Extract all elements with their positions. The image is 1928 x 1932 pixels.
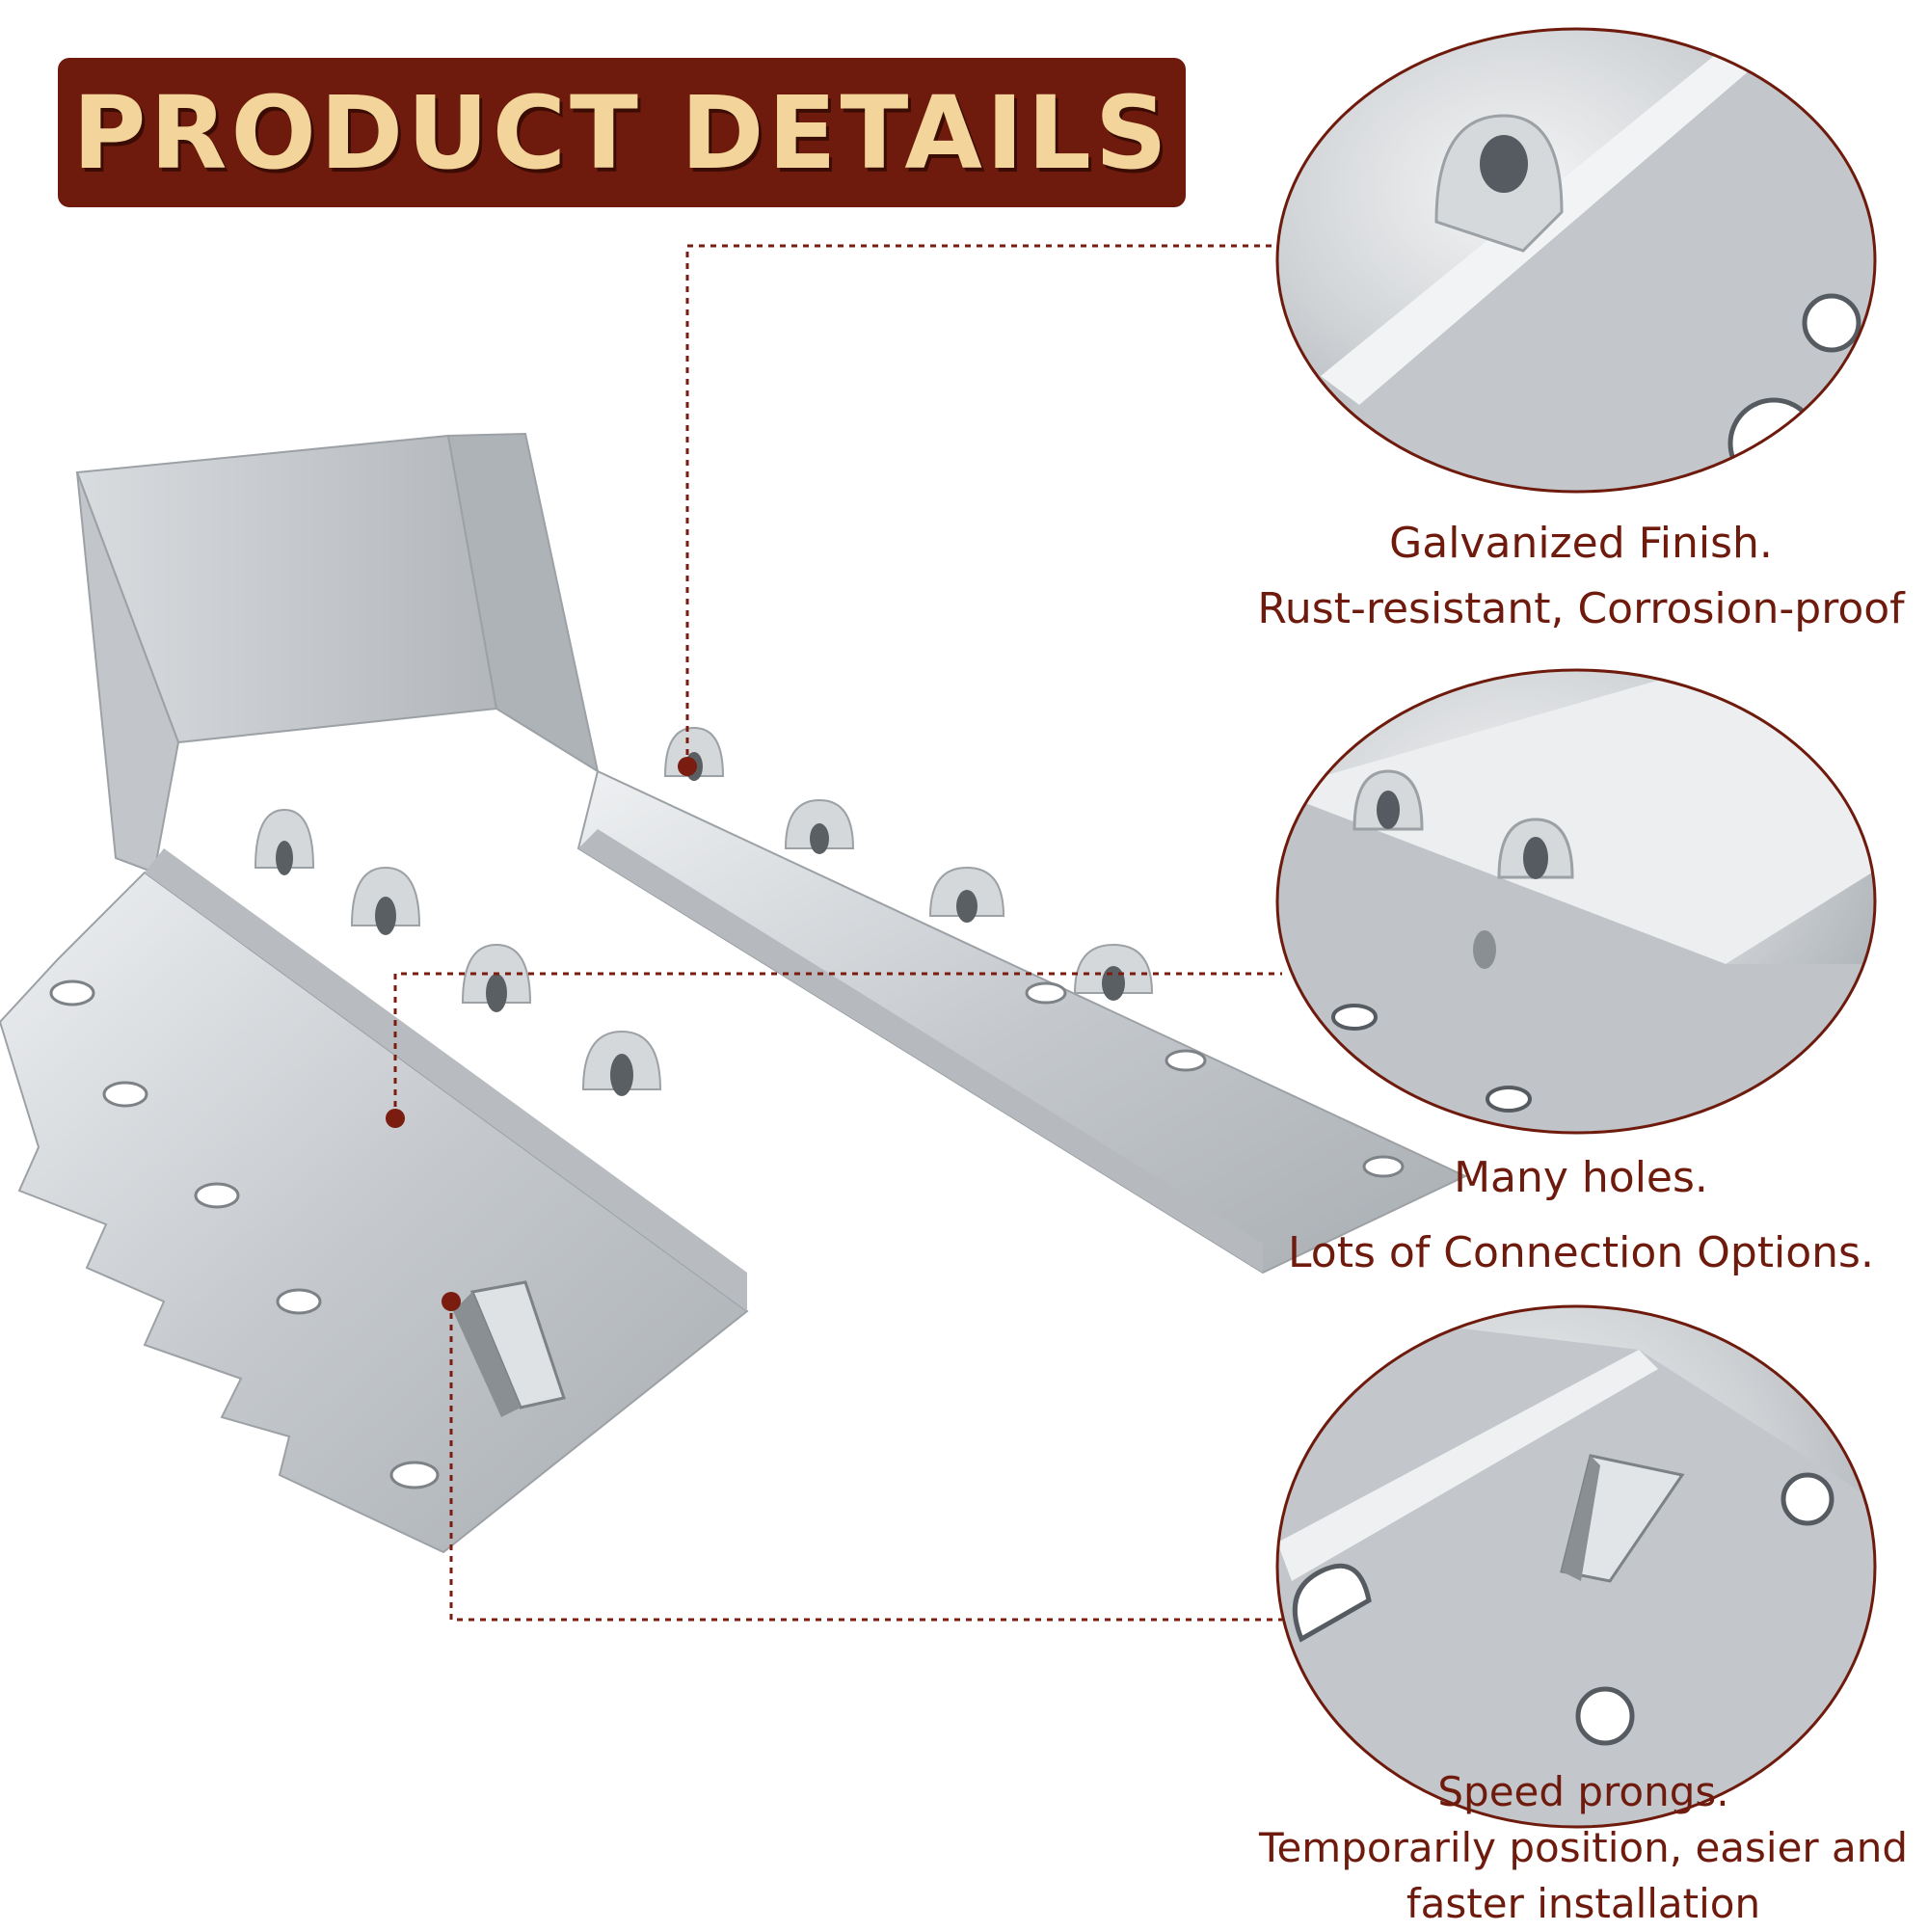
zoom-circle-holes <box>1275 668 1877 1135</box>
caption-holes: Many holes. Lots of Connection Options. <box>1253 1145 1909 1286</box>
zoom-circle-galvanized <box>1275 27 1877 494</box>
caption-galvanized: Galvanized Finish. Rust-resistant, Corro… <box>1253 511 1909 642</box>
leader-lines <box>393 244 1282 1622</box>
caption-galvanized-heading: Galvanized Finish. <box>1389 519 1773 568</box>
hanger-bracket-body <box>0 432 1468 1554</box>
caption-prongs-heading: Speed prongs. <box>1437 1768 1729 1815</box>
caption-holes-heading: Many holes. <box>1454 1153 1708 1202</box>
marker-dot-holes <box>386 1109 405 1128</box>
caption-holes-detail: Lots of Connection Options. <box>1288 1228 1874 1277</box>
page-title: PRODUCT DETAILS <box>72 73 1171 192</box>
caption-prongs-detail-2: faster installation <box>1406 1880 1761 1927</box>
caption-galvanized-detail: Rust-resistant, Corrosion-proof <box>1257 584 1905 633</box>
title-banner: PRODUCT DETAILS <box>58 58 1186 207</box>
zoom-circle-prongs <box>1275 1304 1877 1829</box>
caption-prongs: Speed prongs. Temporarily position, easi… <box>1239 1764 1928 1932</box>
caption-prongs-detail-1: Temporarily position, easier and <box>1258 1824 1909 1871</box>
marker-dot-prongs <box>442 1292 461 1311</box>
marker-dot-galvanized <box>678 757 697 776</box>
